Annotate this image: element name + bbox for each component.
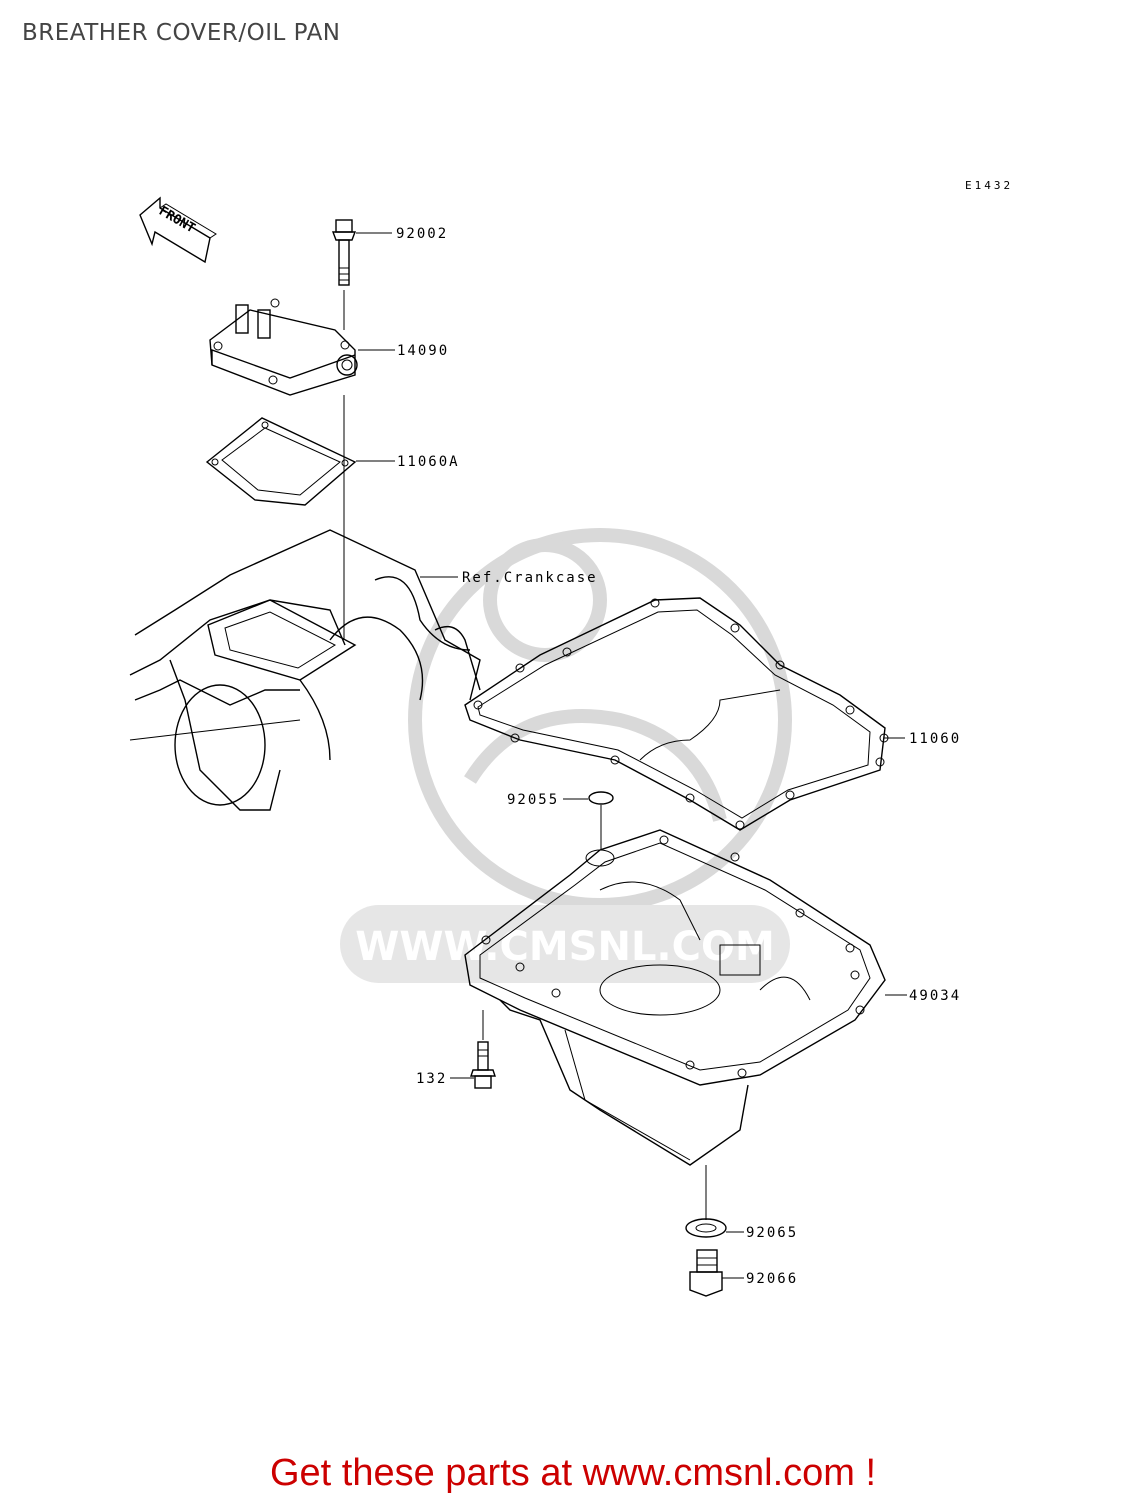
oil-pan-gasket-11060 bbox=[464, 597, 889, 831]
pan-bolt-132 bbox=[470, 1041, 496, 1089]
bolt-92002 bbox=[331, 219, 357, 330]
part-label-92002: 92002 bbox=[396, 226, 448, 242]
o-ring-92055 bbox=[588, 791, 614, 805]
part-label-92066: 92066 bbox=[746, 1271, 798, 1287]
part-label-92065: 92065 bbox=[746, 1225, 798, 1241]
breather-gasket-11060A bbox=[205, 417, 357, 506]
page-title: BREATHER COVER/OIL PAN bbox=[22, 20, 341, 46]
front-arrow-icon: FRONT bbox=[139, 196, 217, 264]
drain-plug-92066 bbox=[689, 1249, 723, 1297]
breather-cover-14090 bbox=[209, 298, 358, 396]
diagram-code: E1432 bbox=[965, 179, 1013, 192]
part-label-49034: 49034 bbox=[909, 988, 961, 1004]
part-label-132: 132 bbox=[416, 1071, 447, 1087]
part-label-14090: 14090 bbox=[397, 343, 449, 359]
footer-link[interactable]: Get these parts at www.cmsnl.com ! bbox=[269, 1452, 877, 1494]
part-label-11060: 11060 bbox=[909, 731, 961, 747]
crankcase-reference bbox=[129, 529, 481, 811]
part-label-11060A: 11060A bbox=[397, 454, 460, 470]
watermark-logo: WWW.CMSNL.COM bbox=[340, 528, 792, 983]
drain-washer-92065 bbox=[685, 1218, 727, 1238]
part-label-92055: 92055 bbox=[507, 792, 559, 808]
oil-pan-49034 bbox=[464, 829, 886, 1166]
front-label: FRONT bbox=[156, 204, 198, 237]
watermark-text: WWW.CMSNL.COM bbox=[355, 924, 775, 970]
reference-label: Ref.Crankcase bbox=[462, 570, 598, 586]
